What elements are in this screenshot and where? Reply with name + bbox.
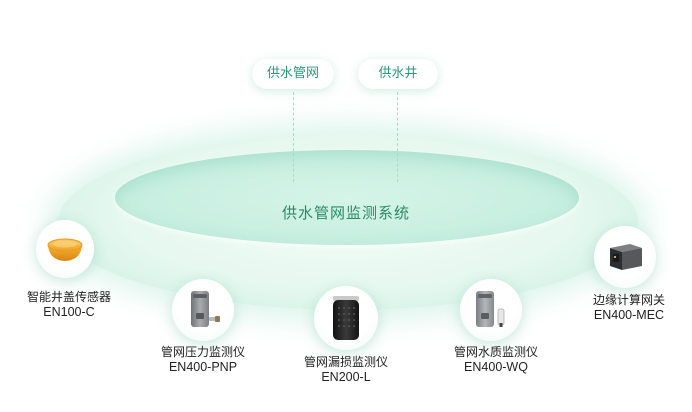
pressure-monitor-icon [191, 291, 220, 327]
device-node-pressure [172, 279, 234, 341]
device-node-gateway [594, 226, 656, 288]
device-model: EN400-WQ [464, 360, 528, 374]
device-label-leak: 管网漏损监测仪 EN200-L [290, 355, 402, 385]
edge-gateway-icon [610, 244, 642, 270]
device-node-leak [314, 286, 378, 350]
device-node-manhole [36, 220, 94, 278]
system-ring-inner [115, 150, 579, 245]
device-label-gateway: 边缘计算网关 EN400-MEC [570, 293, 688, 323]
tag-water-well: 供水井 [358, 59, 438, 89]
device-label-water-quality: 管网水质监测仪 EN400-WQ [438, 345, 554, 375]
device-name: 边缘计算网关 [592, 293, 665, 307]
device-label-pressure: 管网压力监测仪 EN400-PNP [148, 345, 258, 375]
device-name: 智能井盖传感器 [26, 290, 111, 304]
connector-line-well [397, 92, 398, 182]
manhole-sensor-icon [47, 238, 83, 261]
connector-line-network [293, 92, 294, 182]
device-label-manhole: 智能井盖传感器 EN100-C [14, 290, 124, 320]
leak-monitor-icon [333, 296, 359, 340]
device-name: 管网水质监测仪 [453, 345, 538, 359]
tag-water-network: 供水管网 [252, 59, 334, 89]
device-model: EN400-PNP [168, 360, 238, 374]
system-title: 供水管网监测系统 [281, 204, 410, 222]
device-name: 管网压力监测仪 [160, 345, 245, 359]
device-model: EN200-L [321, 370, 371, 384]
device-model: EN400-MEC [593, 308, 665, 322]
device-node-water-quality [460, 279, 522, 341]
device-model: EN100-C [43, 305, 95, 319]
water-quality-monitor-icon [476, 291, 505, 327]
device-name: 管网漏损监测仪 [303, 355, 388, 369]
